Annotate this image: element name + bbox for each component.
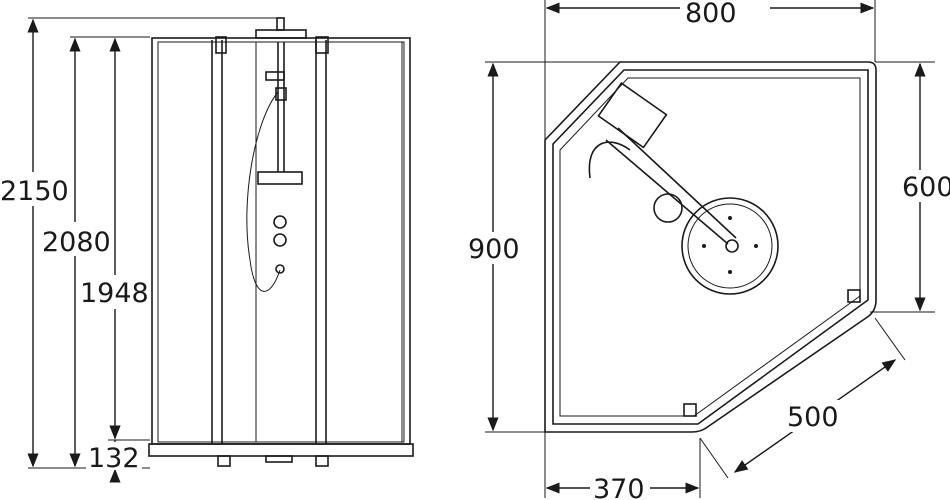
front-view: 2150 2080 1948 132 xyxy=(0,17,414,483)
cabin-plan-outline xyxy=(544,61,877,433)
dim-front-width: 370 xyxy=(593,474,645,500)
plan-view: 800 900 600 500 370 xyxy=(466,0,950,500)
dim-width: 800 xyxy=(685,0,737,29)
dim-cabin-height: 2080 xyxy=(42,227,111,258)
dim-side-depth: 600 xyxy=(902,172,950,203)
cabin-front-elevation xyxy=(148,17,414,467)
dim-diagonal: 500 xyxy=(787,402,839,433)
dim-door-height: 1948 xyxy=(80,278,149,309)
dim-base-height: 132 xyxy=(88,443,140,474)
dim-total-height: 2150 xyxy=(0,176,69,207)
dim-depth: 900 xyxy=(468,234,520,265)
